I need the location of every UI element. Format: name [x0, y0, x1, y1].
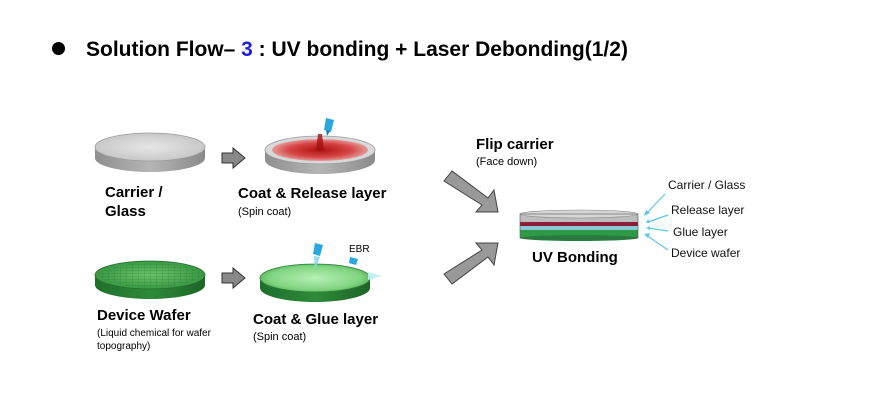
- title-number: 3: [241, 38, 253, 61]
- layer-pointers: [645, 193, 669, 251]
- layer-label-carrier: Carrier / Glass: [668, 178, 746, 192]
- glue-coated-disk: [259, 263, 382, 302]
- title-bullet: [52, 42, 65, 55]
- carrier-label-line2: Glass: [105, 203, 146, 220]
- device-wafer-label: Device Wafer: [97, 307, 191, 324]
- device-wafer-sub-line1: (Liquid chemical for wafer: [97, 328, 211, 339]
- coat-glue-sub: (Spin coat): [253, 331, 307, 343]
- pointer-heads: [644, 210, 650, 238]
- arrow-right-icon: [221, 146, 246, 170]
- dispense-nozzle-icon: [313, 243, 323, 270]
- coat-release-sub: (Spin coat): [238, 206, 292, 218]
- carrier-label-line1: Carrier /: [105, 184, 163, 201]
- flip-carrier-label: Flip carrier: [476, 136, 554, 153]
- ebr-nozzle-icon: [349, 257, 358, 265]
- carrier-glass-disk: [94, 132, 206, 172]
- coat-release-label: Coat & Release layer: [238, 185, 387, 202]
- flip-carrier-sub: (Face down): [476, 156, 538, 168]
- layer-label-glue: Glue layer: [673, 225, 728, 239]
- page-title: Solution Flow– 3 : UV bonding + Laser De…: [86, 38, 628, 61]
- arrow-right-icon: [221, 266, 246, 290]
- merge-arrow-icon: [443, 242, 499, 285]
- ebr-label: EBR: [349, 244, 370, 255]
- dispense-nozzle-icon: [324, 118, 334, 136]
- layer-label-release: Release layer: [671, 203, 745, 217]
- flip-arrow-icon: [443, 170, 499, 213]
- release-coated-disk: [264, 134, 376, 174]
- coat-glue-label: Coat & Glue layer: [253, 311, 379, 328]
- uv-bonding-label: UV Bonding: [532, 249, 618, 266]
- layer-label-device: Device wafer: [671, 246, 741, 260]
- device-wafer-disk: [94, 260, 206, 299]
- device-wafer-sub-line2: topography): [97, 341, 151, 352]
- bonded-stack: [519, 209, 639, 241]
